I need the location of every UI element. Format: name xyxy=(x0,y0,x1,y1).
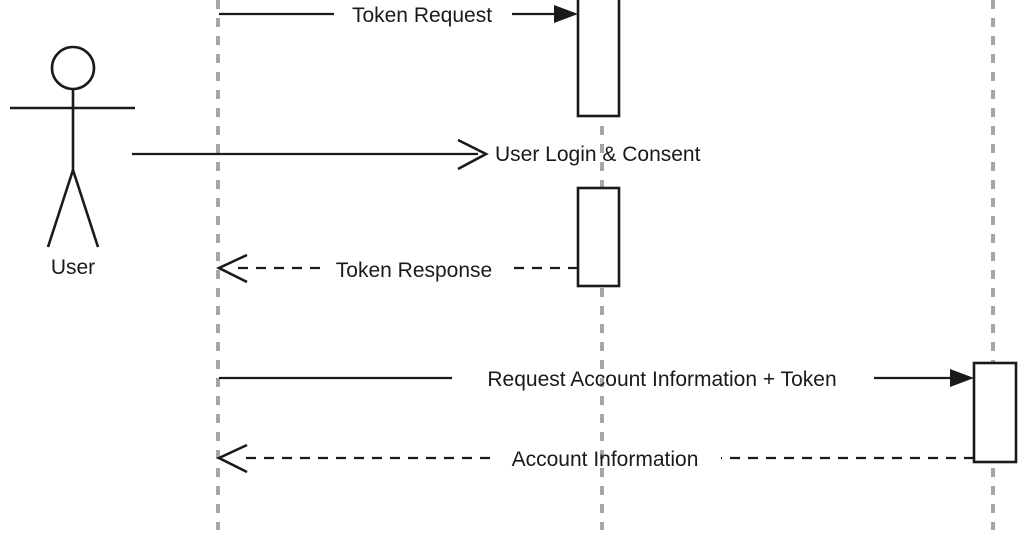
activation-auth-2 xyxy=(576,186,621,288)
activation-resource-1 xyxy=(972,361,1018,464)
activation-auth-1 xyxy=(576,0,621,118)
actor-right-leg-line xyxy=(71,169,100,248)
message-user-login-consent[interactable]: User Login & Consent xyxy=(132,138,701,171)
message-user-login-consent-label: User Login & Consent xyxy=(495,143,701,166)
message-request-account-information-arrowhead xyxy=(950,369,974,387)
message-token-response-arrowhead xyxy=(216,253,248,284)
actor-user: User xyxy=(10,45,135,279)
message-token-response-label: Token Response xyxy=(336,259,492,282)
message-request-account-information-label: Request Account Information + Token xyxy=(487,368,836,391)
message-token-request-label: Token Request xyxy=(352,4,492,27)
message-account-information[interactable]: Account Information xyxy=(216,443,974,474)
message-token-response[interactable]: Token Response xyxy=(216,253,578,284)
actor-user-label: User xyxy=(51,256,95,279)
message-account-information-label: Account Information xyxy=(512,448,699,471)
message-account-information-arrowhead xyxy=(216,443,248,474)
message-token-request[interactable]: Token Request xyxy=(219,4,578,27)
activation-boxes-group xyxy=(576,0,1018,464)
actor-head-icon xyxy=(50,45,96,91)
message-token-request-arrowhead xyxy=(554,5,578,23)
message-request-account-information[interactable]: Request Account Information + Token xyxy=(219,368,974,391)
actor-left-leg-line xyxy=(46,169,75,248)
message-user-login-consent-arrowhead xyxy=(457,138,489,171)
